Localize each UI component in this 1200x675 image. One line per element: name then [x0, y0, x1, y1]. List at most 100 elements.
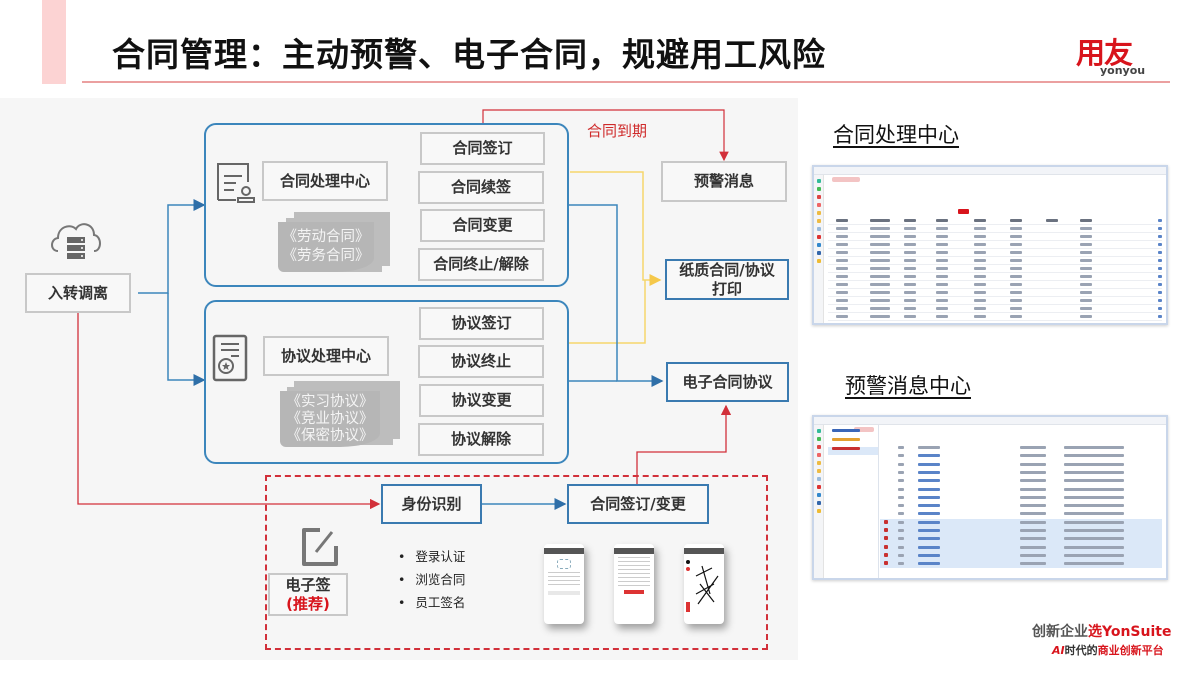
table-cell	[836, 251, 848, 254]
table-row-action	[1158, 227, 1162, 230]
entry-label: 入转调离	[47, 283, 108, 302]
e-contract-box[interactable]: 电子合同协议	[666, 362, 789, 402]
accent-bar	[42, 0, 66, 84]
contract-center-screenshot	[812, 165, 1168, 325]
table-cell	[936, 315, 948, 318]
table-cell	[1064, 479, 1124, 483]
table-row-action	[1158, 251, 1162, 254]
table-cell	[936, 307, 948, 310]
table-cell	[836, 219, 848, 222]
table-row-divider	[828, 264, 1162, 265]
agreement-documents-stack: 《实习协议》 《竞业协议》 《保密协议》	[280, 381, 400, 447]
table-cell	[904, 243, 916, 246]
table-cell	[974, 307, 986, 310]
action-contract-terminate[interactable]: 合同终止/解除	[418, 248, 544, 281]
table-row-action	[1158, 275, 1162, 278]
table-cell	[974, 235, 986, 238]
table-cell	[1010, 299, 1022, 302]
table-cell	[936, 299, 948, 302]
table-cell	[918, 487, 940, 491]
action-label: 协议变更	[451, 391, 512, 410]
table-cell	[918, 529, 940, 532]
table-cell	[1020, 454, 1046, 458]
table-cell	[936, 283, 948, 286]
slogan-ai: AI	[1052, 644, 1065, 657]
table-cell	[898, 529, 904, 532]
paper-print-box[interactable]: 纸质合同/协议打印	[665, 259, 789, 300]
table-row-divider	[828, 280, 1162, 281]
table-cell	[1064, 504, 1124, 508]
table-cell	[836, 291, 848, 294]
signature-scribble-icon	[686, 560, 719, 612]
table-cell	[936, 235, 948, 238]
contract-center-box[interactable]: 合同处理中心	[262, 161, 388, 201]
warning-message-box[interactable]: 预警消息	[661, 161, 787, 202]
table-row-divider	[828, 224, 1162, 225]
agreement-center-label: 协议处理中心	[280, 346, 371, 365]
table-cell	[898, 454, 904, 458]
table-cell	[1064, 545, 1124, 549]
table-cell	[1020, 462, 1046, 466]
table-cell	[1010, 227, 1022, 230]
table-cell	[1080, 227, 1092, 230]
feature-browse: 浏览合同	[398, 568, 465, 591]
table-cell	[1010, 315, 1022, 318]
table-cell	[1064, 446, 1124, 449]
cloud-server-icon	[48, 215, 104, 269]
sign-change-label: 合同签订/变更	[590, 494, 686, 513]
table-cell	[1080, 235, 1092, 238]
table-cell	[918, 479, 940, 483]
table-cell	[870, 219, 890, 222]
table-cell	[1020, 487, 1046, 491]
table-cell	[904, 219, 916, 222]
contract-sign-change-box[interactable]: 合同签订/变更	[567, 484, 709, 524]
agreement-center-box[interactable]: 协议处理中心	[263, 336, 389, 376]
table-cell	[904, 291, 916, 294]
table-cell	[918, 446, 940, 449]
table-cell	[870, 251, 890, 254]
action-label: 合同签订	[452, 139, 513, 158]
entry-transfer-box[interactable]: 入转调离	[25, 273, 131, 313]
table-cell	[904, 251, 916, 254]
table-row-action	[1158, 219, 1162, 222]
table-cell	[836, 299, 848, 302]
table-cell	[870, 243, 890, 246]
action-contract-sign[interactable]: 合同签订	[420, 132, 545, 165]
table-row-action	[1158, 291, 1162, 294]
table-cell	[1064, 520, 1124, 524]
identity-verify-box[interactable]: 身份识别	[381, 484, 482, 524]
table-cell	[1020, 529, 1046, 532]
esign-box[interactable]: 电子签 (推荐)	[268, 573, 348, 616]
title-divider	[82, 81, 1170, 83]
table-row-action	[1158, 283, 1162, 286]
action-agreement-terminate[interactable]: 协议终止	[418, 345, 544, 378]
table-cell	[974, 267, 986, 270]
table-cell	[974, 259, 986, 262]
table-cell	[1064, 454, 1124, 458]
action-agreement-sign[interactable]: 协议签订	[419, 307, 544, 340]
table-cell	[1020, 553, 1046, 557]
table-cell	[1064, 495, 1124, 499]
table-row-divider	[828, 272, 1162, 273]
table-cell	[1064, 512, 1124, 516]
table-cell	[974, 243, 986, 246]
esign-section	[265, 475, 768, 650]
table-cell	[904, 267, 916, 270]
action-contract-renew[interactable]: 合同续签	[418, 171, 544, 204]
table-cell	[1010, 275, 1022, 278]
action-agreement-change[interactable]: 协议变更	[419, 384, 544, 417]
doc-noncompete-agreement: 《竞业协议》	[286, 410, 374, 427]
phone-screen-contract	[614, 544, 654, 624]
table-cell	[918, 470, 940, 474]
table-cell	[1010, 291, 1022, 294]
table-cell	[898, 462, 904, 466]
action-contract-change[interactable]: 合同变更	[420, 209, 545, 242]
table-cell	[836, 259, 848, 262]
table-cell	[870, 291, 890, 294]
table-row-action	[1158, 259, 1162, 262]
action-agreement-cancel[interactable]: 协议解除	[418, 423, 544, 456]
table-cell	[898, 553, 904, 557]
table-cell	[936, 243, 948, 246]
table-cell	[1010, 243, 1022, 246]
esign-feature-list: 登录认证 浏览合同 员工签名	[398, 545, 465, 614]
